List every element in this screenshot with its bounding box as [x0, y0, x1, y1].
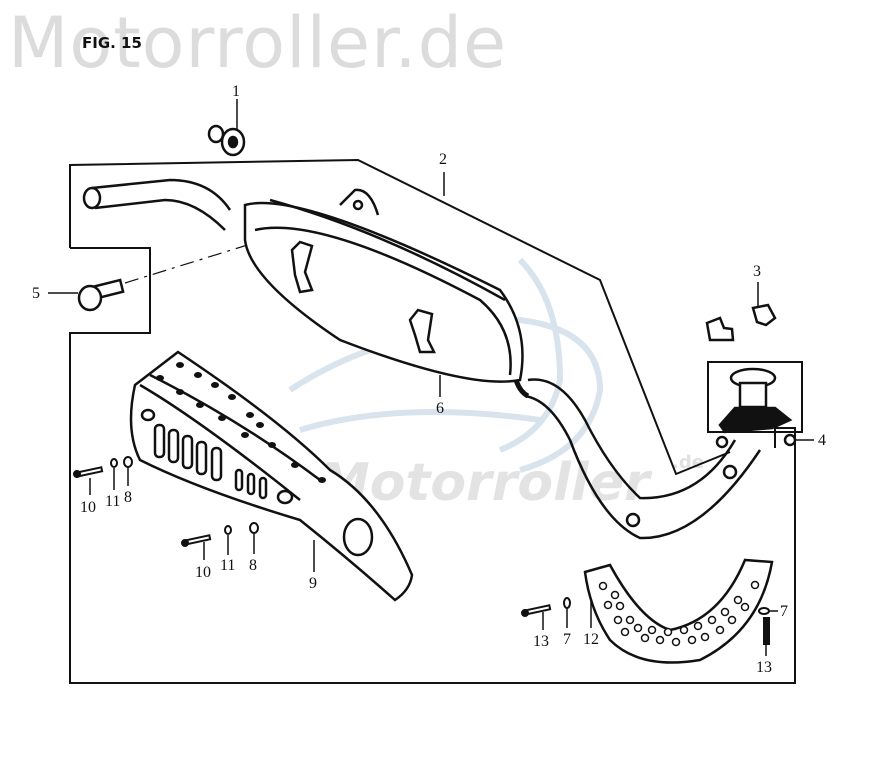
callout-6: 6	[436, 400, 444, 417]
screw-13a-icon	[521, 604, 552, 617]
callout-8b: 8	[249, 557, 257, 574]
part-4-nut	[783, 433, 797, 447]
callout-7a: 7	[563, 631, 571, 648]
callout-11a: 11	[105, 493, 120, 510]
part-5-bolt	[77, 278, 125, 312]
callout-11b: 11	[220, 557, 235, 574]
washer-8a-icon	[123, 456, 133, 468]
callout-10b: 10	[195, 564, 211, 581]
hardware	[73, 456, 770, 645]
washer-11b-icon	[224, 525, 232, 535]
part-6-muffler	[82, 178, 762, 540]
washer-7b-icon	[758, 607, 770, 615]
screw-10b-icon	[181, 534, 212, 547]
callout-2: 2	[439, 151, 447, 168]
callout-13a: 13	[533, 633, 549, 650]
watermark-text: Motorroller.de	[8, 2, 508, 84]
callout-13b: 13	[756, 659, 772, 676]
callout-10a: 10	[80, 499, 96, 516]
callout-3: 3	[753, 263, 761, 280]
washer-7a-icon	[563, 597, 571, 609]
screw-10a-icon	[73, 466, 104, 478]
part-1-rubber-bushing	[207, 124, 246, 157]
watermark-center-text: Motorroller	[318, 453, 653, 513]
callout-4: 4	[818, 432, 826, 449]
callout-7b: 7	[780, 603, 788, 620]
assembly-frame	[69, 158, 803, 684]
callout-9: 9	[309, 575, 317, 592]
leader-lines	[48, 99, 814, 656]
screw-13b-icon	[763, 617, 770, 645]
washer-11a-icon	[110, 458, 118, 468]
watermark-center-suffix: .de	[672, 452, 704, 473]
figure-title: FIG. 15	[82, 34, 142, 52]
part-9-heat-shield	[129, 350, 414, 602]
part-3-gasket	[705, 303, 777, 342]
callout-8a: 8	[124, 489, 132, 506]
callout-5: 5	[32, 285, 40, 302]
part-12-pipe-heat-shield	[583, 558, 774, 664]
exhaust-flange	[715, 367, 793, 449]
callout-12: 12	[583, 631, 599, 648]
washer-8b-icon	[249, 522, 259, 534]
callout-1: 1	[232, 83, 240, 100]
